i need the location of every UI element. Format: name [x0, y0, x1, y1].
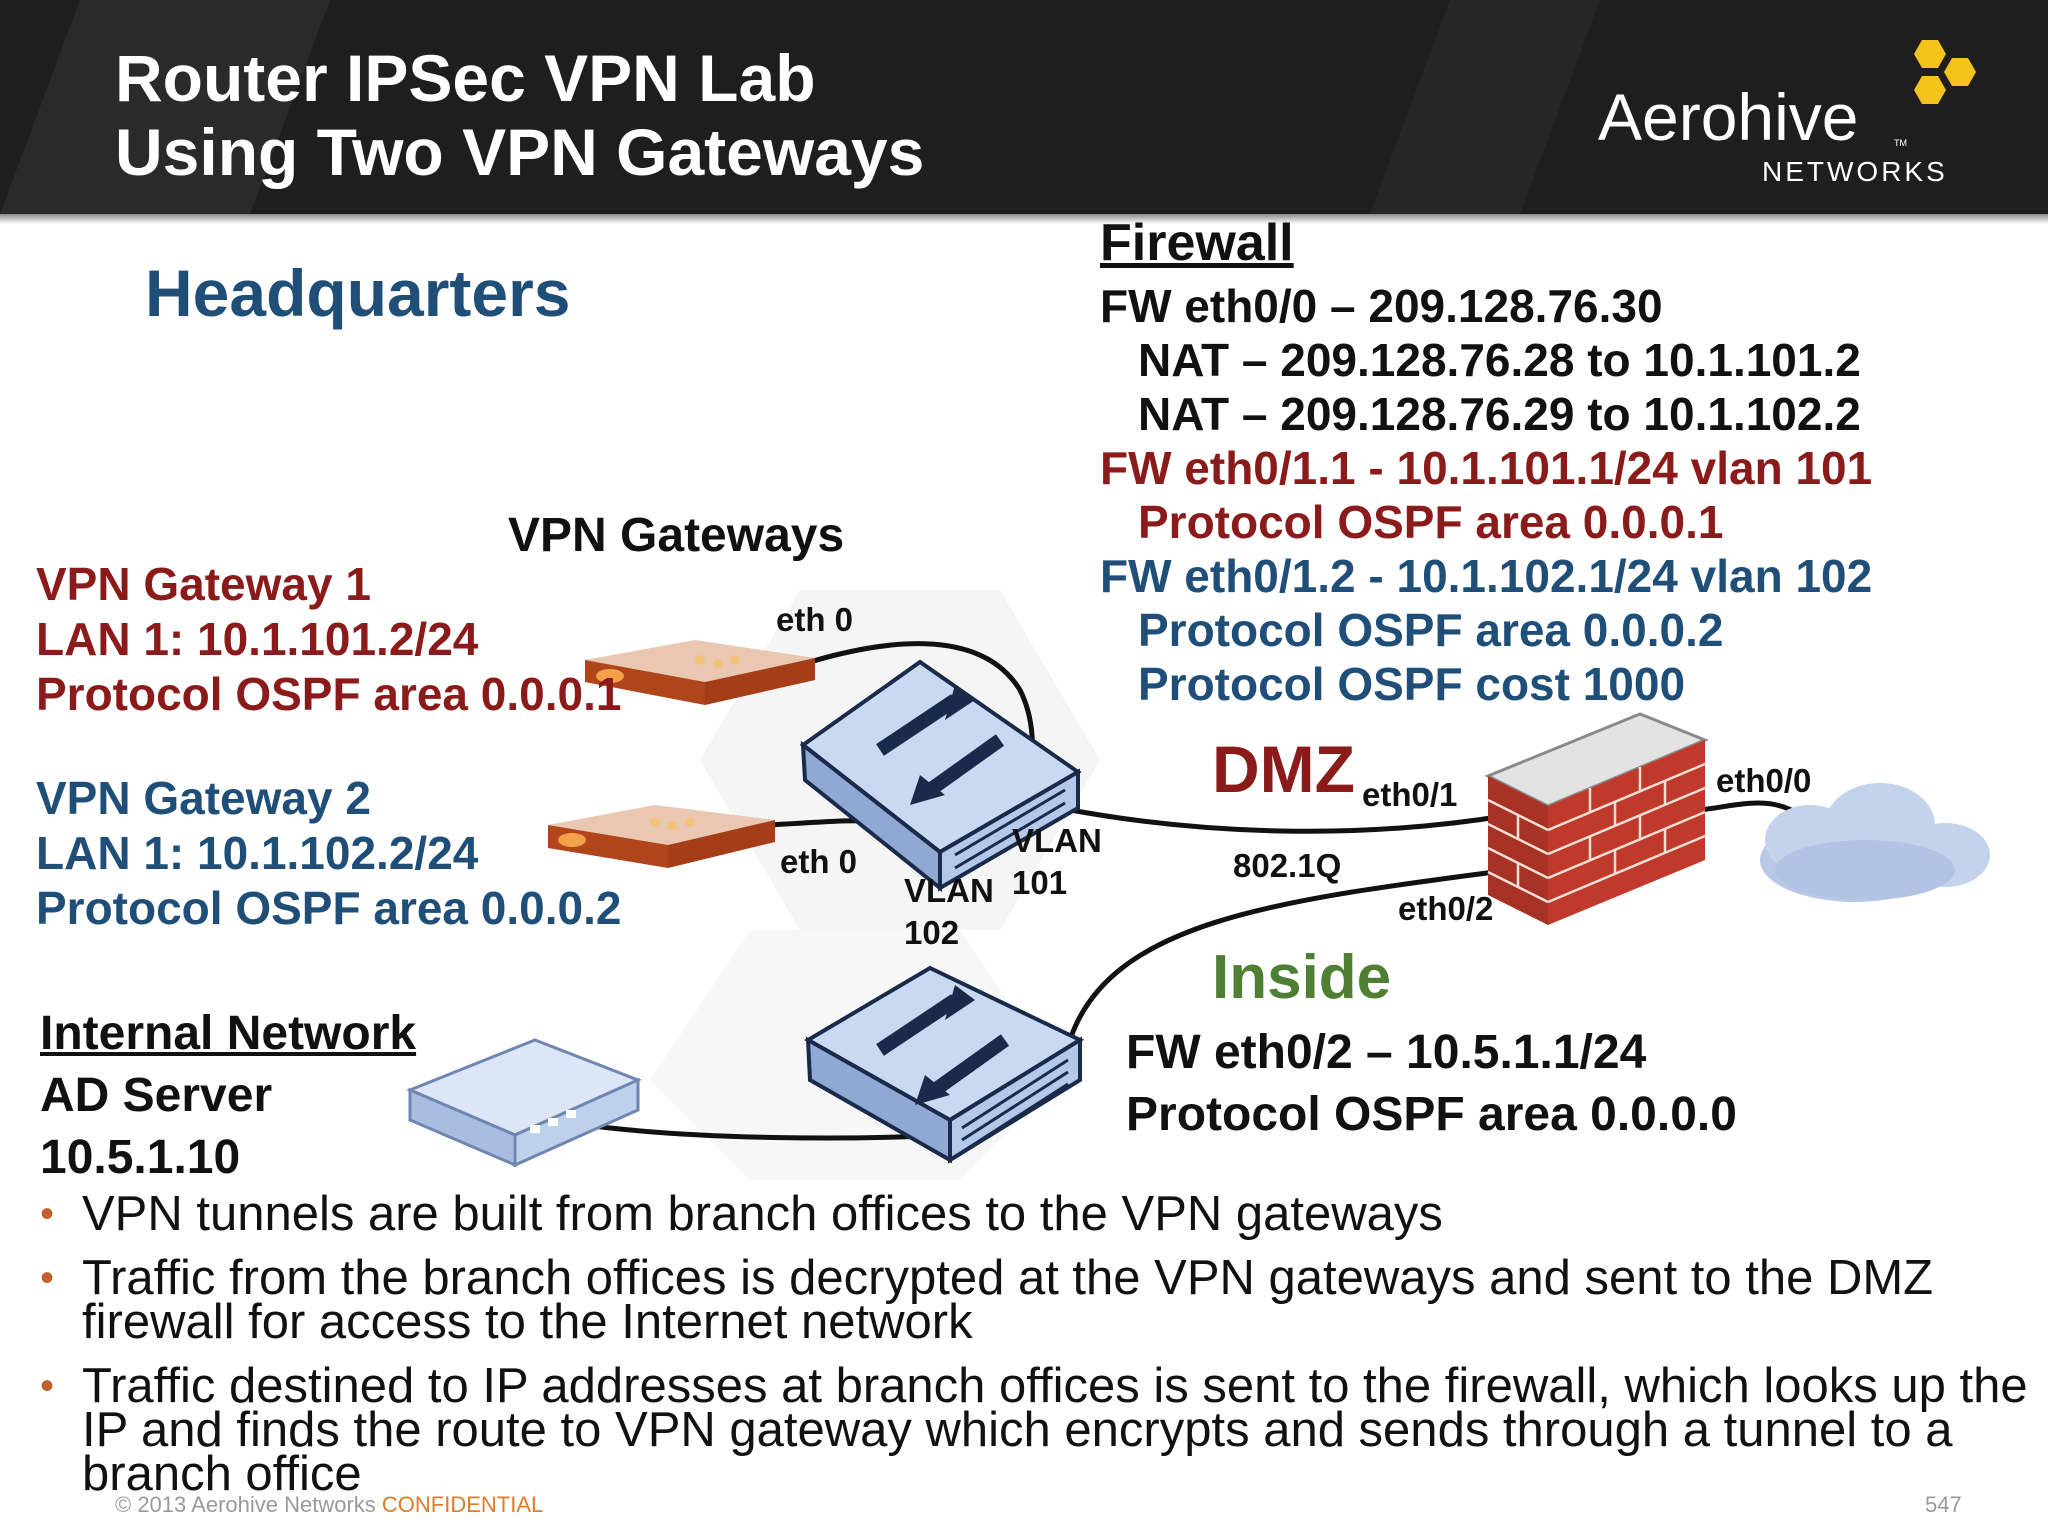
bullet-dot-icon: • — [40, 1192, 55, 1236]
eth0-label-gateway2: eth 0 — [780, 843, 858, 880]
gateway2-name: VPN Gateway 2 — [36, 772, 371, 824]
vlan101-label: VLAN 101 — [1012, 822, 1102, 901]
firewall-line: NAT – 209.128.76.29 to 10.1.102.2 — [1138, 388, 1861, 440]
eth01-label: eth0/1 — [1362, 776, 1458, 813]
firewall-line: FW eth0/0 – 209.128.76.30 — [1100, 280, 1663, 332]
logo-brand: Aerohive — [1598, 80, 1859, 154]
slide-title-line-2: Using Two VPN Gateways — [115, 115, 925, 189]
gateway1-lan: LAN 1: 10.1.101.2/24 — [36, 613, 479, 665]
title-bar: Router IPSec VPN Lab Using Two VPN Gatew… — [0, 0, 2048, 214]
cable-switch-to-firewall-dmz — [1059, 805, 1511, 834]
firewall-line: Protocol OSPF area 0.0.0.2 — [1138, 604, 1724, 656]
firewall-line: FW eth0/1.2 - 10.1.102.1/24 vlan 102 — [1100, 550, 1873, 602]
vpn-gateway-2-device-icon — [548, 805, 775, 868]
bullet-item: • VPN tunnels are built from branch offi… — [40, 1187, 2030, 1241]
bullet-dot-icon: • — [40, 1256, 55, 1300]
inside-interface: FW eth0/2 – 10.5.1.1/24 — [1126, 1026, 1647, 1079]
eth00-label: eth0/0 — [1716, 762, 1812, 799]
aerohive-logo: Aerohive TM NETWORKS — [1590, 40, 2010, 200]
internal-network-heading: Internal Network — [40, 1007, 417, 1060]
confidential-label: CONFIDENTIAL — [381, 1492, 544, 1517]
dmz-label: DMZ — [1212, 732, 1355, 806]
logo-networks: NETWORKS — [1762, 156, 1948, 187]
dot1q-label: 802.1Q — [1233, 847, 1342, 884]
bullet-item: • Traffic destined to IP addresses at br… — [40, 1359, 2030, 1501]
page-number: 547 — [1925, 1492, 1962, 1517]
eth02-label: eth0/2 — [1398, 890, 1494, 927]
bullet-text: Traffic from the branch offices is decry… — [82, 1251, 1934, 1349]
logo-tm: TM — [1894, 138, 1907, 148]
ad-server-label: AD Server — [40, 1069, 273, 1122]
firewall-brick-icon — [1484, 712, 1709, 925]
internet-cloud-icon — [1760, 783, 1990, 902]
honeycomb-logo-icon — [1914, 40, 1976, 104]
firewall-line: Protocol OSPF cost 1000 — [1138, 658, 1686, 710]
inside-ospf: Protocol OSPF area 0.0.0.0 — [1126, 1088, 1737, 1141]
inside-heading: Inside — [1212, 943, 1392, 1012]
eth0-label-gateway1: eth 0 — [776, 601, 854, 638]
title-bar-background — [0, 0, 1600, 214]
gateway1-ospf: Protocol OSPF area 0.0.0.1 — [36, 668, 622, 720]
vpn-gateway-1-device-icon — [585, 640, 815, 705]
inside-switch-icon — [803, 965, 1085, 1164]
footer-copyright: © 2013 Aerohive Networks CONFIDENTIAL — [115, 1492, 543, 1518]
gateway1-name: VPN Gateway 1 — [36, 558, 371, 610]
dmz-switch-icon — [799, 659, 1082, 893]
bullet-item: • Traffic from the branch offices is dec… — [40, 1251, 2030, 1349]
firewall-line: NAT – 209.128.76.28 to 10.1.101.2 — [1138, 334, 1861, 386]
vlan102-label: VLAN 102 — [904, 872, 994, 951]
title-bar-shadow — [0, 214, 2048, 224]
firewall-line: Protocol OSPF area 0.0.0.1 — [1138, 496, 1724, 548]
bullet-text: Traffic destined to IP addresses at bran… — [82, 1359, 2028, 1501]
cable-inside-switch-to-firewall — [1067, 867, 1511, 1041]
slide-title-line-1: Router IPSec VPN Lab — [115, 41, 816, 115]
firewall-heading: Firewall — [1100, 214, 1294, 272]
headquarters-heading: Headquarters — [145, 256, 571, 330]
copyright-text: © 2013 Aerohive Networks — [115, 1492, 382, 1517]
vpn-gateways-label: VPN Gateways — [508, 509, 845, 562]
ad-server-ip: 10.5.1.10 — [40, 1131, 241, 1184]
bullet-text: VPN tunnels are built from branch office… — [82, 1187, 1443, 1241]
bullet-dot-icon: • — [40, 1364, 55, 1408]
firewall-line: FW eth0/1.1 - 10.1.101.1/24 vlan 101 — [1100, 442, 1873, 494]
gateway2-ospf: Protocol OSPF area 0.0.0.2 — [36, 882, 622, 934]
gateway2-lan: LAN 1: 10.1.102.2/24 — [36, 827, 479, 879]
ad-server-icon — [406, 1038, 642, 1168]
